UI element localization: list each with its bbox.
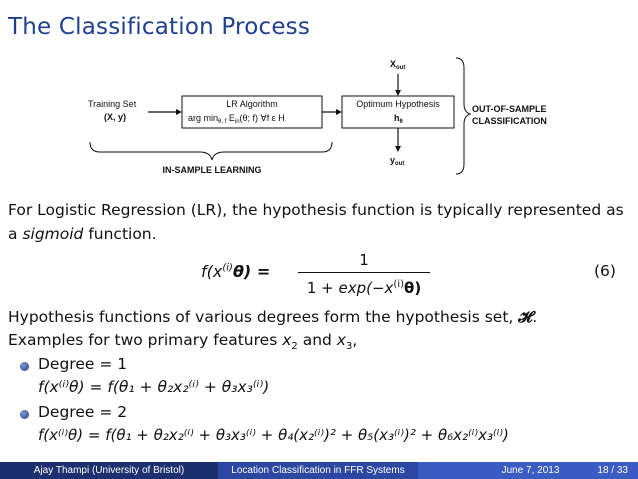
out-of-sample-brace	[455, 57, 472, 175]
slide-title: The Classification Process	[8, 14, 311, 40]
equation-fraction: 1 1 + exp(−x(i)θ)	[298, 250, 430, 298]
degree-1-label: Degree = 1	[38, 355, 128, 373]
degree-2-formula: f(x⁽ⁱ⁾θ) = f(θ₁ + θ₂x₂⁽ⁱ⁾ + θ₃x₃⁽ⁱ⁾ + θ₄…	[38, 426, 509, 444]
bullet-icon	[20, 362, 29, 371]
in-sample-label: IN-SAMPLE LEARNING	[163, 165, 262, 175]
footer-author: Ajay Thampi (University of Bristol)	[0, 462, 218, 479]
classification-diagram: Training Set (X, y) LR Algorithm arg min…	[88, 57, 547, 175]
out-of-sample-label-1: OUT-OF-SAMPLE	[472, 104, 547, 114]
h-theta-label: hθ	[394, 113, 403, 125]
intro-paragraph: For Logistic Regression (LR), the hypoth…	[8, 201, 624, 243]
footer-date: June 7, 2013	[501, 465, 560, 476]
hypothesis-paragraph: Hypothesis functions of various degrees …	[8, 308, 538, 353]
lr-algorithm-box	[181, 95, 323, 129]
training-set-label: Training Set	[88, 99, 137, 109]
lr-algorithm-formula: arg minθ, f Ein(θ; f) ∀f ε H	[188, 113, 285, 125]
arrowhead-optimum	[336, 109, 342, 115]
optimum-hypothesis-label: Optimum Hypothesis	[356, 99, 440, 109]
footer-page: 18 / 33	[597, 465, 628, 476]
optimum-hypothesis-box	[341, 95, 455, 129]
footer-right: June 7, 2013 18 / 33	[418, 462, 638, 479]
sigmoid-equation: f(x(i)θ) = 1 1 + exp(−x(i)θ) (6)	[0, 250, 638, 300]
equation-numerator: 1	[359, 251, 369, 269]
equation-denominator: 1 + exp(−x(i)θ)	[306, 279, 422, 297]
out-of-sample-label-2: CLASSIFICATION	[472, 116, 547, 126]
x-out-label: Xout	[390, 59, 405, 71]
lr-algorithm-label: LR Algorithm	[226, 99, 278, 109]
equation-number: (6)	[594, 262, 616, 280]
degree-2-label: Degree = 2	[38, 403, 128, 421]
bullet-icon	[20, 410, 29, 419]
footer-talk-title: Location Classification in FFR Systems	[218, 462, 418, 479]
in-sample-brace	[89, 141, 333, 161]
training-set-args: (X, y)	[104, 112, 126, 122]
arrowhead-yout	[395, 146, 401, 152]
equation-lhs: f(x(i)θ) =	[201, 262, 271, 281]
arrowhead-xout	[395, 90, 401, 96]
footer-bar: Ajay Thampi (University of Bristol) Loca…	[0, 462, 638, 479]
degree-1-formula: f(x⁽ⁱ⁾θ) = f(θ₁ + θ₂x₂⁽ⁱ⁾ + θ₃x₃⁽ⁱ⁾)	[38, 378, 270, 396]
arrowhead-lr	[176, 109, 182, 115]
y-out-label: yout	[390, 155, 404, 167]
